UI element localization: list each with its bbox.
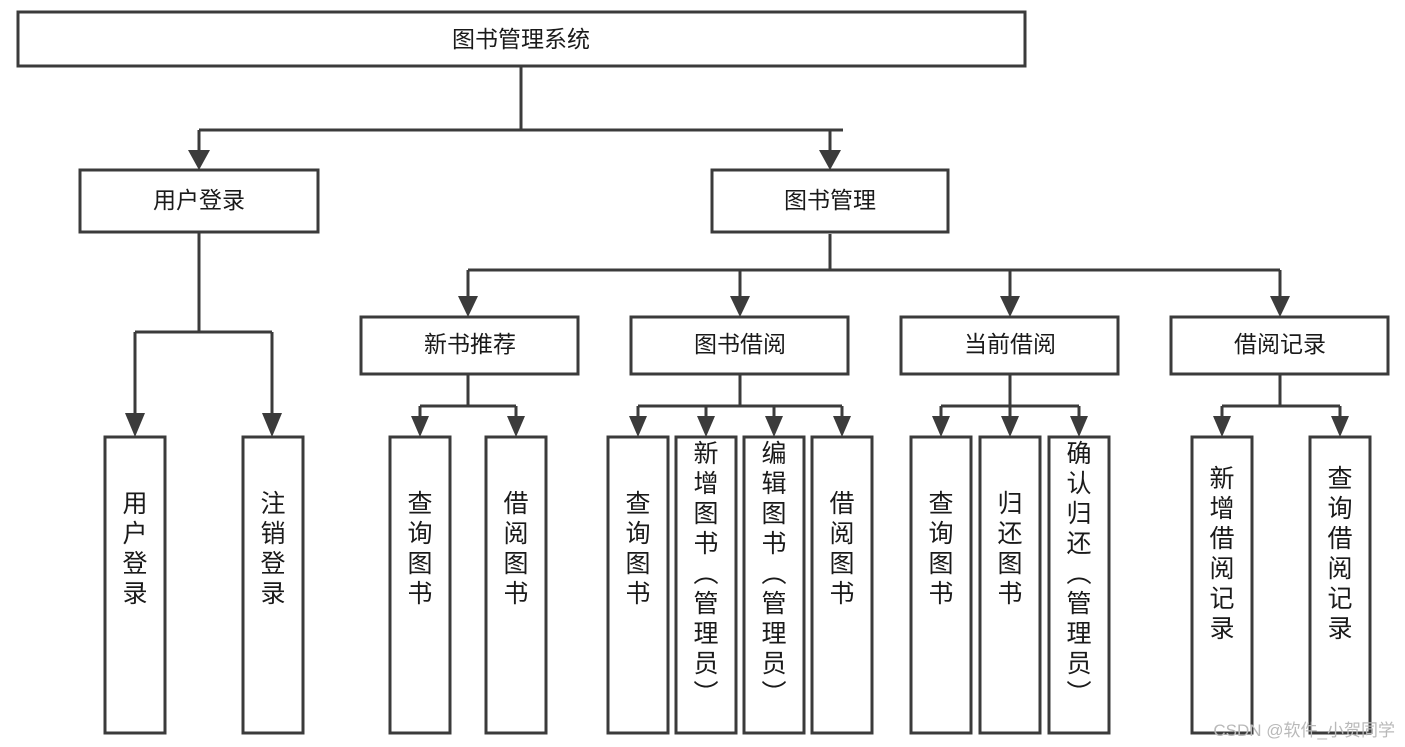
leaf-query-book-1-box[interactable]	[388, 435, 452, 735]
leaf-query-book-1-label: 查询图书	[407, 490, 432, 608]
leaf-query-book-2-box[interactable]	[606, 435, 670, 735]
leaf-edit-book[interactable]: 编辑图书︵管理员︶	[742, 435, 806, 735]
leaf-query-book-1[interactable]: 查询图书	[388, 435, 452, 735]
node-book-management[interactable]: 图书管理	[710, 168, 950, 234]
leaf-borrow-book-1[interactable]: 借阅图书	[484, 435, 548, 735]
leaf-query-book-3[interactable]: 查询图书	[909, 435, 973, 735]
leaf-query-record-box[interactable]	[1308, 435, 1372, 735]
leaf-logout-box[interactable]	[241, 435, 305, 735]
leaf-user-login-box[interactable]	[103, 435, 167, 735]
leaf-confirm-return-label: 确认归还︵管理员︶	[1066, 440, 1091, 708]
arrowhead-leaf-add-record	[1213, 416, 1231, 437]
leaf-edit-book-label: 编辑图书︵管理员︶	[761, 440, 786, 708]
leaf-confirm-return[interactable]: 确认归还︵管理员︶	[1047, 435, 1111, 735]
leaf-borrow-book-1-box[interactable]	[484, 435, 548, 735]
leaf-query-book-3-box[interactable]	[909, 435, 973, 735]
arrowhead-leaf-query-book-3	[932, 416, 950, 437]
leaf-confirm-return-box[interactable]	[1047, 435, 1111, 735]
leaf-borrow-book-1-label: 借阅图书	[503, 490, 528, 608]
edges-book-borrow-to-leaves	[629, 374, 851, 437]
node-book-borrow[interactable]: 图书借阅	[629, 315, 850, 376]
arrowhead-book-management	[819, 150, 841, 170]
leaf-borrow-book-2[interactable]: 借阅图书	[810, 435, 874, 735]
node-book-management-label: 图书管理	[784, 187, 876, 213]
csdn-watermark: CSDN @软件_小贺同学	[1213, 721, 1395, 740]
leaf-logout[interactable]: 注销登录	[241, 435, 305, 735]
leaf-borrow-book-2-box[interactable]	[810, 435, 874, 735]
node-user-login-box[interactable]	[78, 168, 320, 234]
node-borrow-record-label: 借阅记录	[1234, 331, 1326, 357]
leaf-query-record-label: 查询借阅记录	[1327, 465, 1352, 643]
leaf-query-book-2[interactable]: 查询图书	[606, 435, 670, 735]
node-user-login-label: 用户登录	[153, 187, 245, 213]
node-current-borrow-label: 当前借阅	[964, 331, 1056, 357]
edges-user-login-to-leaves	[125, 232, 282, 437]
node-new-book-recommend-box[interactable]	[359, 315, 580, 376]
leaf-add-book[interactable]: 新增图书︵管理员︶	[674, 435, 738, 735]
leaf-return-book-label: 归还图书	[997, 490, 1022, 608]
leaf-user-login[interactable]: 用户登录	[103, 435, 167, 735]
node-root-box[interactable]	[16, 10, 1027, 68]
leaf-query-book-3-label: 查询图书	[928, 490, 953, 608]
node-book-borrow-label: 图书借阅	[694, 331, 786, 357]
leaf-add-record-box[interactable]	[1190, 435, 1254, 735]
arrowhead-leaf-add-book	[697, 416, 715, 437]
arrowhead-book-borrow	[730, 296, 750, 317]
leaf-query-record[interactable]: 查询借阅记录	[1308, 435, 1372, 735]
arrowhead-borrow-record	[1270, 296, 1290, 317]
arrowhead-leaf-borrow-book-1	[507, 416, 525, 437]
leaf-return-book[interactable]: 归还图书	[978, 435, 1042, 735]
edges-new-book-to-leaves	[411, 374, 525, 437]
arrowhead-leaf-query-record	[1331, 416, 1349, 437]
edges-borrow-record-to-leaves	[1213, 374, 1349, 437]
node-user-login[interactable]: 用户登录	[78, 168, 320, 234]
node-borrow-record-box[interactable]	[1169, 315, 1390, 376]
node-book-borrow-box[interactable]	[629, 315, 850, 376]
arrowhead-leaf-user-login	[125, 413, 145, 437]
edges-book-management-to-level3	[458, 234, 1290, 317]
arrowhead-leaf-query-book-2	[629, 416, 647, 437]
arrowhead-leaf-borrow-book-2	[833, 416, 851, 437]
node-current-borrow-box[interactable]	[899, 315, 1120, 376]
node-new-book-recommend-label: 新书推荐	[424, 331, 516, 357]
leaf-add-record[interactable]: 新增借阅记录	[1190, 435, 1254, 735]
arrowhead-leaf-query-book-1	[411, 416, 429, 437]
arrowhead-leaf-logout	[262, 413, 282, 437]
node-new-book-recommend[interactable]: 新书推荐	[359, 315, 580, 376]
arrowhead-new-book	[458, 296, 478, 317]
node-book-management-box[interactable]	[710, 168, 950, 234]
edges-current-borrow-to-leaves	[932, 374, 1088, 437]
leaf-add-book-label: 新增图书︵管理员︶	[693, 440, 718, 708]
arrowhead-user-login	[188, 150, 210, 170]
leaf-logout-label: 注销登录	[260, 490, 285, 608]
node-current-borrow[interactable]: 当前借阅	[899, 315, 1120, 376]
leaf-user-login-label: 用户登录	[122, 490, 147, 608]
node-root[interactable]: 图书管理系统	[16, 10, 1027, 68]
arrowhead-current-borrow	[1000, 296, 1020, 317]
arrowhead-leaf-edit-book	[765, 416, 783, 437]
leaf-add-book-box[interactable]	[674, 435, 738, 735]
leaf-return-book-box[interactable]	[978, 435, 1042, 735]
leaf-edit-book-box[interactable]	[742, 435, 806, 735]
leaf-borrow-book-2-label: 借阅图书	[829, 490, 854, 608]
edges-root-to-level2	[188, 66, 843, 170]
leaf-query-book-2-label: 查询图书	[625, 490, 650, 608]
arrowhead-leaf-return-book	[1001, 416, 1019, 437]
node-borrow-record[interactable]: 借阅记录	[1169, 315, 1390, 376]
node-root-label: 图书管理系统	[452, 26, 590, 52]
arrowhead-leaf-confirm-return	[1070, 416, 1088, 437]
leaf-add-record-label: 新增借阅记录	[1209, 465, 1234, 643]
